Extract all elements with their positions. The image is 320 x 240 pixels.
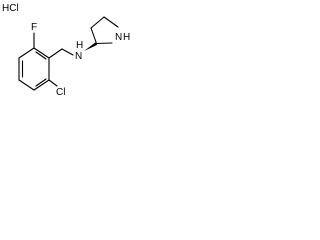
pyrrolidine-bond xyxy=(90,27,98,45)
chlorine-label: Cl xyxy=(56,87,65,98)
ring-double-bond xyxy=(35,78,47,87)
pyrrolidine-bond xyxy=(90,16,105,29)
c-cl-bond xyxy=(48,79,58,87)
molecule-structure-diagram: HCl F Cl H N N H xyxy=(2,3,130,98)
ring-ch2-bond xyxy=(48,48,63,59)
ring-bond xyxy=(33,79,50,91)
pyrrolidine-ring xyxy=(90,16,119,45)
ring-bond xyxy=(18,79,35,91)
pyrrolidine-bond xyxy=(103,16,119,28)
stereo-wedge-bond xyxy=(84,42,97,51)
ring-hydrogen-label: H xyxy=(123,32,130,43)
ring-nitrogen-label: N xyxy=(115,32,122,43)
salt-label: HCl xyxy=(2,3,19,14)
ring-bond xyxy=(18,47,35,59)
ch2-nh-bond xyxy=(61,48,74,56)
ring-bond xyxy=(33,47,50,59)
amine-nitrogen-label: N xyxy=(75,51,82,62)
benzene-ring xyxy=(18,47,50,91)
amine-hydrogen-label: H xyxy=(76,40,83,51)
pyrrolidine-bond xyxy=(95,42,113,45)
ring-double-bond xyxy=(35,51,47,60)
fluorine-label: F xyxy=(31,22,37,33)
